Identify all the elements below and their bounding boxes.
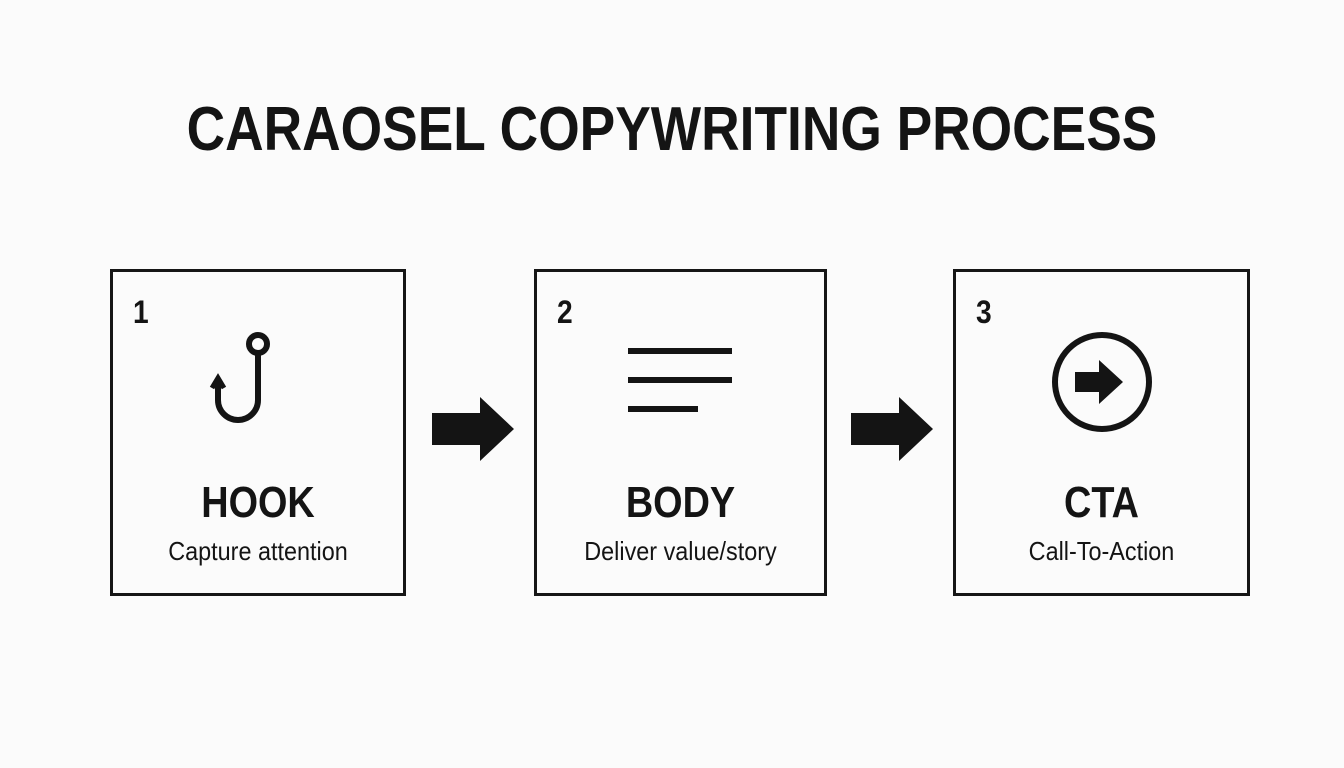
step-description: Call-To-Action	[1028, 536, 1175, 566]
step-number: 2	[557, 294, 573, 330]
text-lines-icon	[627, 348, 732, 412]
arrow-circle-icon	[1051, 332, 1152, 432]
step-label: CTA	[1064, 478, 1139, 527]
step-description: Deliver value/story	[584, 536, 777, 566]
diagram-title: CARAOSEL COPYWRITING PROCESS	[186, 95, 1158, 164]
step-card-hook: 1 HOOK Capture attention	[110, 269, 406, 596]
step-label: BODY	[625, 478, 736, 527]
step-number: 3	[976, 294, 992, 330]
right-arrow-icon	[432, 397, 514, 461]
right-arrow-icon	[851, 397, 933, 461]
step-label: HOOK	[201, 478, 315, 527]
step-card-cta: 3 CTA Call-To-Action	[953, 269, 1250, 596]
hook-icon	[209, 332, 270, 423]
step-card-body: 2 BODY Deliver value/story	[534, 269, 827, 596]
step-description: Capture attention	[168, 536, 348, 566]
step-number: 1	[133, 294, 149, 330]
